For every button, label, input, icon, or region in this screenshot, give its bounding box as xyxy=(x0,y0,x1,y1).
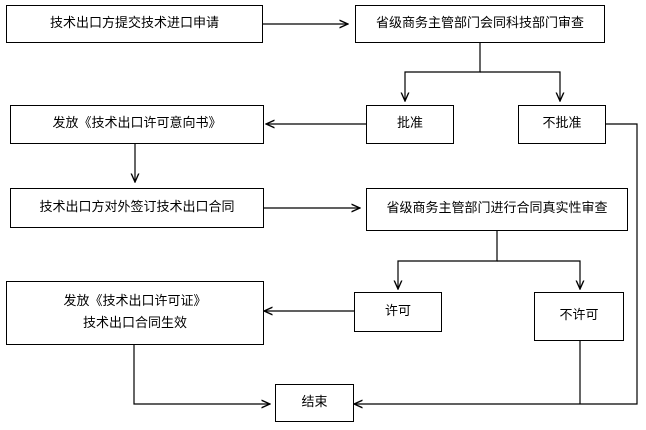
branch-review-reject xyxy=(480,71,560,101)
branch-review-result xyxy=(405,43,481,101)
node-end: 结束 xyxy=(275,384,354,422)
node-provincial-review: 省级商务主管部门会同科技部门审查 xyxy=(355,5,605,43)
node-authenticity-review: 省级商务主管部门进行合同真实性审查 xyxy=(366,188,628,231)
node-label-line: 不许可 xyxy=(559,308,599,324)
node-label-line: 结束 xyxy=(301,394,328,410)
node-label-line: 批准 xyxy=(396,116,423,132)
node-submit-application: 技术出口方提交技术进口申请 xyxy=(6,5,263,43)
node-label-line: 发放《技术出口许可证》 xyxy=(63,293,207,309)
node-deny: 不许可 xyxy=(534,292,624,341)
node-label-line: 技术出口方提交技术进口申请 xyxy=(49,15,219,31)
arrow-license-to-end xyxy=(133,345,270,404)
node-label-line: 不批准 xyxy=(542,116,582,132)
node-issue-license: 发放《技术出口许可证》技术出口合同生效 xyxy=(6,281,264,345)
branch-authenticity-deny xyxy=(497,260,580,289)
node-issue-intent-letter: 发放《技术出口许可意向书》 xyxy=(10,105,264,144)
node-reject: 不批准 xyxy=(518,105,606,144)
arrow-reject-to-end xyxy=(354,123,638,404)
node-label-line: 省级商务主管部门进行合同真实性审查 xyxy=(386,201,608,217)
node-label-line: 发放《技术出口许可意向书》 xyxy=(52,116,222,132)
node-label-line: 技术出口方对外签订技术出口合同 xyxy=(39,199,235,215)
node-sign-export-contract: 技术出口方对外签订技术出口合同 xyxy=(10,188,264,228)
branch-authenticity-permit xyxy=(398,231,498,289)
node-label-line: 技术出口合同生效 xyxy=(82,316,187,331)
node-approve: 批准 xyxy=(366,105,454,144)
node-label-line: 省级商务主管部门会同科技部门审查 xyxy=(375,15,584,31)
node-permit: 许可 xyxy=(354,292,442,332)
node-label-line: 许可 xyxy=(384,303,411,319)
